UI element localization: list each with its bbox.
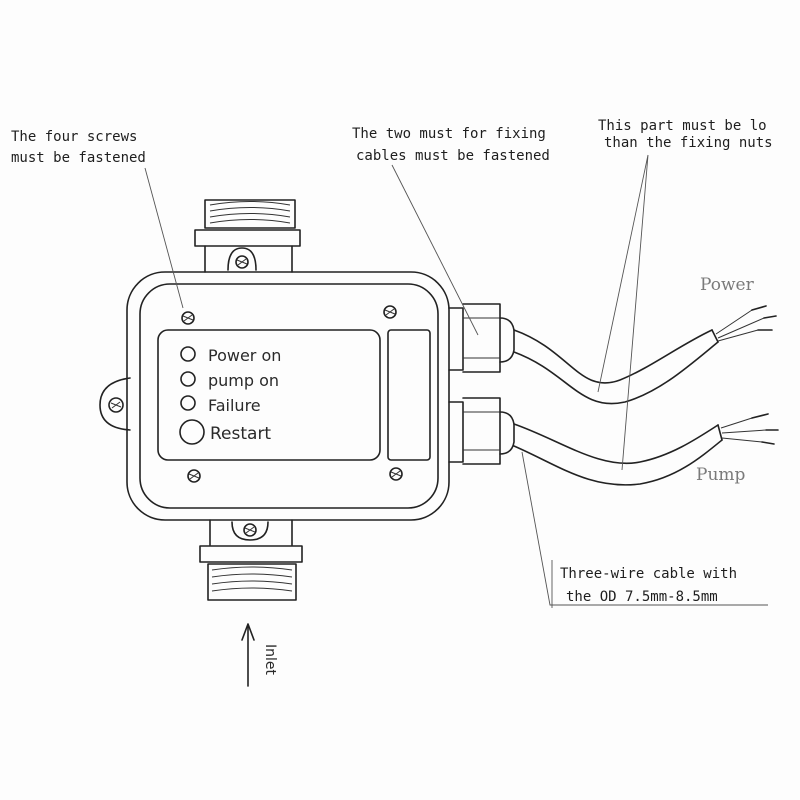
restart-label: Restart xyxy=(210,424,271,444)
screws-note-line2: must be fastened xyxy=(11,150,146,166)
part-note-line1: This part must be lo xyxy=(598,118,767,134)
failure-indicator-icon xyxy=(180,395,196,411)
screw-icon xyxy=(187,469,201,483)
top-pipe-fitting xyxy=(194,199,301,273)
screw-icon xyxy=(389,467,403,481)
cable-leader-line xyxy=(521,451,768,606)
power-on-label: Power on xyxy=(208,346,281,365)
power-cable-label: Power xyxy=(700,275,755,295)
screw-icon xyxy=(235,255,249,269)
pump-on-label: pump on xyxy=(208,371,279,390)
fixing-note-line1: The two must for fixing xyxy=(352,126,546,142)
pump-cable-label: Pump xyxy=(696,465,746,485)
screws-leader-line xyxy=(144,167,184,309)
screw-icon xyxy=(108,397,124,413)
power-cable xyxy=(513,305,777,405)
fixing-note-line2: cables must be fastened xyxy=(356,148,550,164)
screw-icon xyxy=(243,523,257,537)
restart-button-icon xyxy=(179,419,205,445)
upper-cable-gland xyxy=(448,303,515,373)
pump-cable xyxy=(513,413,779,486)
inlet-arrow-icon xyxy=(241,623,255,687)
part-note-line2: than the fixing nuts xyxy=(604,135,773,151)
part-leader-lines xyxy=(597,154,649,471)
fixing-leader-line xyxy=(391,164,479,336)
power-on-indicator-icon xyxy=(180,346,196,362)
failure-label: Failure xyxy=(208,396,261,415)
screw-icon xyxy=(383,305,397,319)
mounting-ear xyxy=(99,377,131,431)
inlet-label: Inlet xyxy=(262,644,278,676)
screw-icon xyxy=(181,311,195,325)
controller-housing xyxy=(126,271,450,521)
cable-note-line2: the OD 7.5mm-8.5mm xyxy=(566,589,718,605)
lower-cable-gland xyxy=(448,397,515,465)
cable-note-line1: Three-wire cable with xyxy=(560,566,737,582)
screws-note-line1: The four screws xyxy=(11,129,137,145)
bottom-pipe-fitting xyxy=(199,519,303,601)
pump-on-indicator-icon xyxy=(180,371,196,387)
